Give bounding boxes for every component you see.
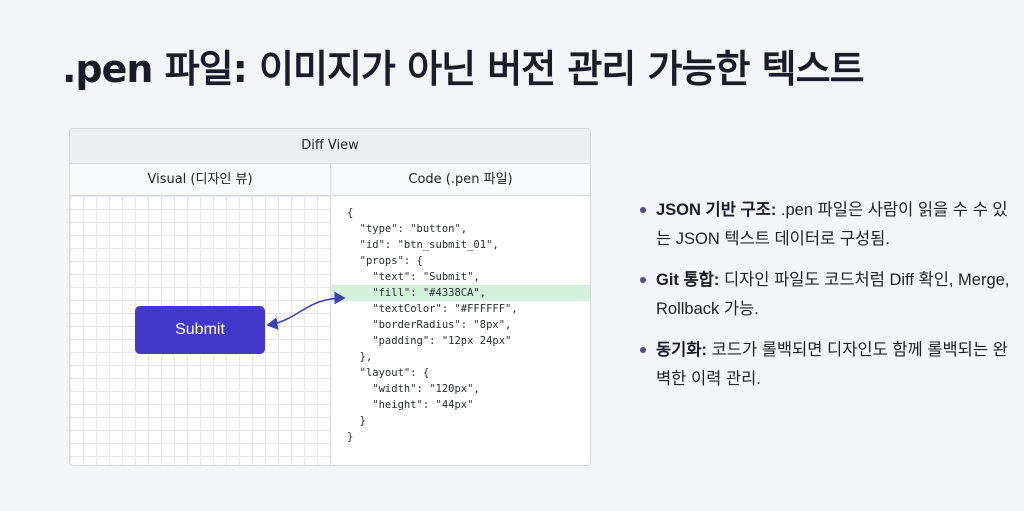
bullet-label: Git 통합: (656, 271, 720, 289)
code-line: } (347, 415, 366, 427)
bullet-dot-icon (640, 277, 646, 283)
code-line: }, (347, 351, 373, 363)
bullet-json-structure: JSON 기반 구조: .pen 파일은 사람이 읽을 수 수 있는 JSON … (640, 196, 1010, 254)
code-line: "width": "120px", (347, 383, 480, 395)
bullet-git-integration: Git 통합: 디자인 파일도 코드처럼 Diff 확인, Merge, Rol… (640, 266, 1010, 324)
code-line: "props": { (347, 255, 423, 267)
code-line: "text": "Submit", (347, 271, 480, 283)
code-line: { (347, 207, 354, 219)
code-line: "type": "button", (347, 223, 468, 235)
diff-view-header: Diff View (70, 129, 590, 164)
bullet-text: .pen 파일은 사람이 읽을 수 수 있는 JSON 텍스트 데이터로 구성됨… (656, 201, 1008, 248)
submit-button-preview[interactable]: Submit (135, 306, 265, 354)
bullet-text: 디자인 파일도 코드처럼 Diff 확인, Merge, Rollback 가능… (656, 271, 1010, 318)
bullet-label: JSON 기반 구조: (656, 201, 777, 219)
code-line: "borderRadius": "8px", (347, 319, 512, 331)
bullet-label: 동기화: (656, 341, 708, 359)
code-line: "textColor": "#FFFFFF", (347, 303, 518, 315)
code-line: "layout": { (347, 367, 430, 379)
bullet-dot-icon (640, 207, 646, 213)
code-line: } (347, 431, 354, 443)
design-canvas: Submit (70, 196, 331, 465)
code-pane: { "type": "button", "id": "btn_submit_01… (331, 196, 590, 465)
code-column-header: Code (.pen 파일) (331, 164, 590, 196)
code-line: "height": "44px" (347, 399, 474, 411)
diff-view-panel: Diff View Visual (디자인 뷰) Code (.pen 파일) … (69, 128, 591, 466)
code-line-highlighted: "fill": "#4338CA", (331, 285, 590, 301)
bullet-dot-icon (640, 347, 646, 353)
bullet-text: 코드가 롤백되면 디자인도 함께 롤백되는 완벽한 이력 관리. (656, 341, 1008, 388)
bullet-sync: 동기화: 코드가 롤백되면 디자인도 함께 롤백되는 완벽한 이력 관리. (640, 336, 1010, 394)
page-title: .pen 파일: 이미지가 아닌 버전 관리 가능한 텍스트 (62, 47, 865, 91)
visual-column-header: Visual (디자인 뷰) (70, 164, 331, 196)
feature-bullet-list: JSON 기반 구조: .pen 파일은 사람이 읽을 수 수 있는 JSON … (640, 196, 1010, 406)
code-line: "padding": "12px 24px" (347, 335, 512, 347)
code-line: "id": "btn_submit_01", (347, 239, 499, 251)
